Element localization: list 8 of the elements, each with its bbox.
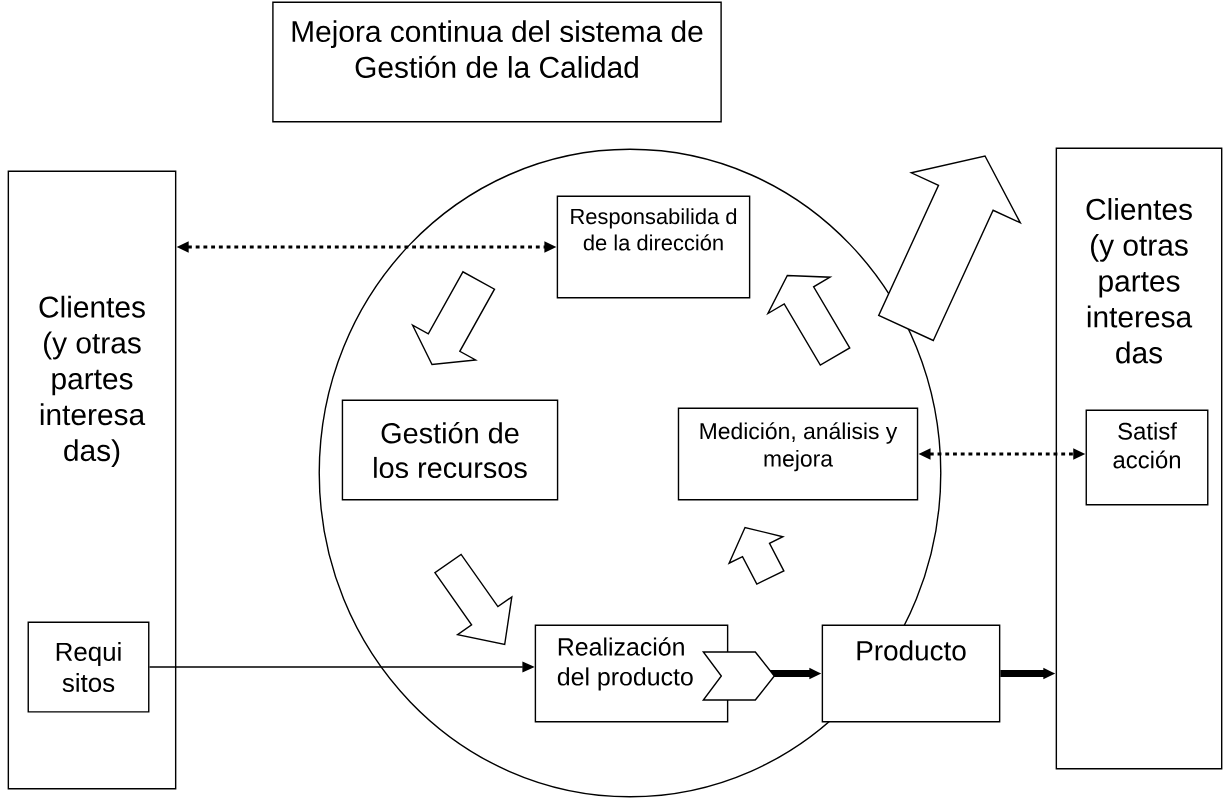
text-box: Requi sitos xyxy=(27,621,150,713)
title-box: Mejora continua del sistema de Gestión de la Calidad xyxy=(272,1,722,123)
text-box: Satisf acción xyxy=(1085,409,1209,506)
text-box: Gestión de los recursos xyxy=(341,399,559,501)
text-box: Realización del producto xyxy=(534,624,729,723)
text-box: Medición, análisis y mejora xyxy=(677,407,919,501)
text-box: Responsabilida d de la dirección xyxy=(556,195,751,299)
text-box: Producto xyxy=(821,624,1001,723)
